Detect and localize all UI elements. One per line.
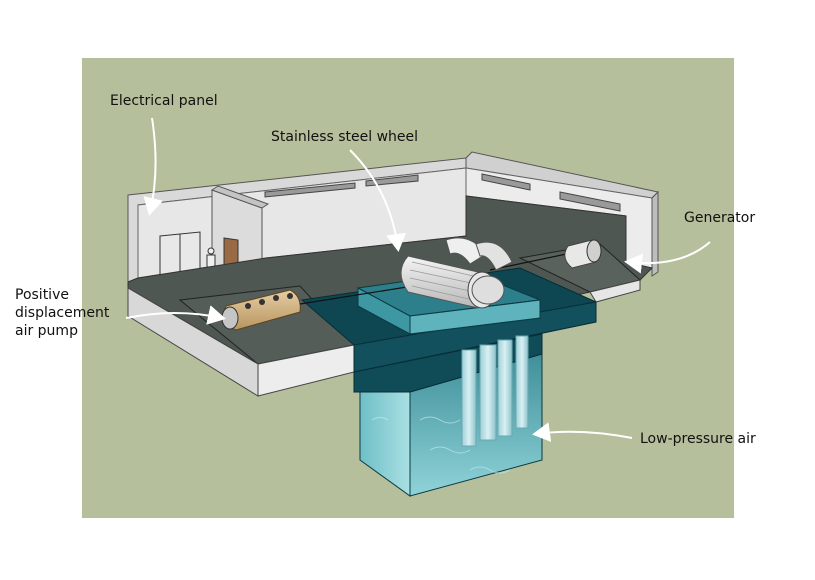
wheel-arrow <box>349 149 406 252</box>
label-electrical-panel: Electrical panel <box>110 93 218 109</box>
label-generator: Generator <box>684 210 756 226</box>
electrical-panel-arrow <box>143 117 163 216</box>
label-low-pressure-air: Low-pressure air <box>640 431 756 447</box>
window-3 <box>481 173 531 191</box>
air-pipes <box>461 335 529 447</box>
label-stainless-wheel: Stainless steel wheel <box>271 129 419 145</box>
label-pump-line1: Positive <box>15 287 69 303</box>
pool-left <box>357 287 411 335</box>
elbow-pipes <box>445 237 513 305</box>
right-wall-end <box>651 190 659 277</box>
label-pump-line2: displacement <box>15 305 110 321</box>
pump-arrow <box>125 305 226 325</box>
window-4 <box>559 191 621 212</box>
low-pressure-arrow <box>532 422 633 443</box>
window-1 <box>264 182 356 198</box>
label-pump-line3: air pump <box>15 323 78 339</box>
water-ripples <box>371 416 511 474</box>
generator-platform-front <box>589 279 641 303</box>
generator-arrow <box>624 241 711 274</box>
generator-unit <box>564 239 602 269</box>
partition-wall-top <box>210 185 270 209</box>
window-2 <box>365 174 419 187</box>
